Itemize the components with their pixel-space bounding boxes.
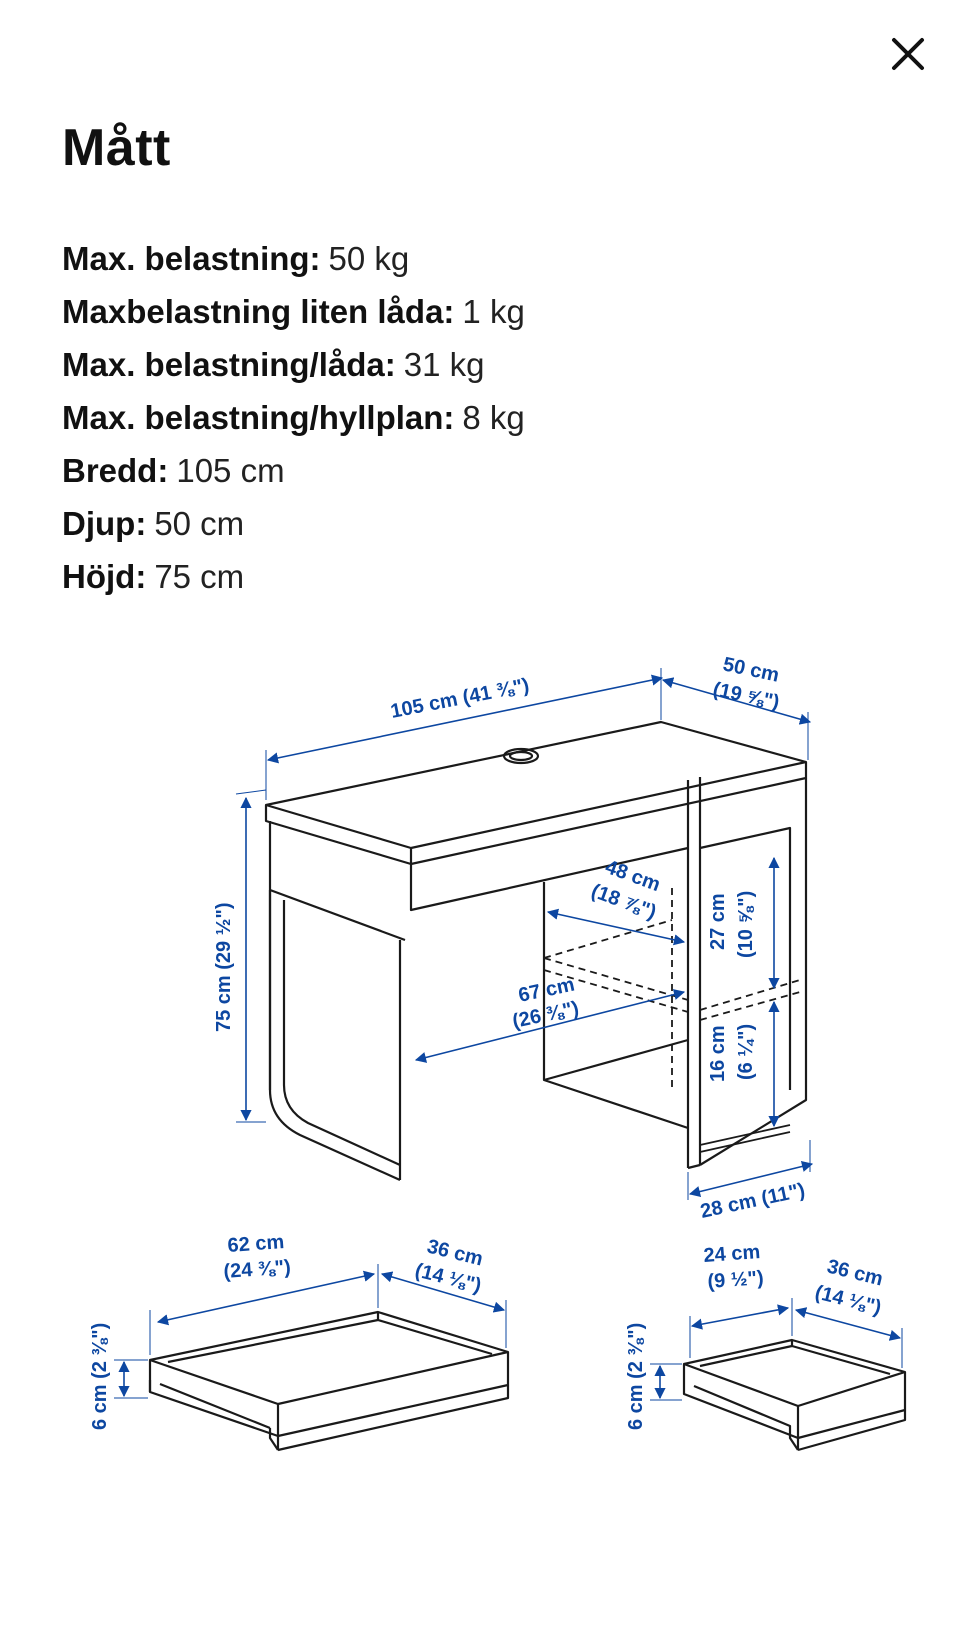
spec-row: Max. belastning:50 kg [62, 232, 525, 285]
spec-row: Djup:50 cm [62, 497, 525, 550]
spec-label: Max. belastning/låda: [62, 346, 396, 383]
spec-row: Höjd:75 cm [62, 550, 525, 603]
spec-row: Bredd:105 cm [62, 444, 525, 497]
spec-label: Max. belastning/hyllplan: [62, 399, 455, 436]
lower-space-in-label: (6 ¼") [735, 1024, 757, 1080]
spec-value: 105 cm [176, 452, 285, 489]
desk-height-label: 75 cm (29 ½") [213, 902, 235, 1032]
upper-space-cm-label: 27 cm [707, 893, 729, 950]
spec-label: Höjd: [62, 558, 147, 595]
spec-label: Bredd: [62, 452, 169, 489]
close-icon[interactable] [890, 36, 926, 72]
spec-label: Djup: [62, 505, 147, 542]
big-drawer-dimensions: 62 cm (24 ⅜") 36 cm (14 ⅛") 6 cm (2 ⅜") [89, 1231, 507, 1430]
spec-label: Max. belastning: [62, 240, 321, 277]
big-drawer-height-label: 6 cm (2 ⅜") [89, 1323, 111, 1430]
upper-space-in-label: (10 ⅝") [735, 891, 757, 958]
desk-width-label: 105 cm (41 ⅜") [389, 674, 531, 722]
big-drawer-width-in-label: (24 ⅜") [223, 1256, 292, 1283]
spec-label: Maxbelastning liten låda: [62, 293, 455, 330]
spec-list: Max. belastning:50 kg Maxbelastning lite… [62, 232, 525, 603]
cabinet-width-label: 28 cm (11") [698, 1179, 806, 1223]
desk-drawing [264, 720, 808, 1182]
lower-space-cm-label: 16 cm [707, 1025, 729, 1082]
close-button[interactable] [880, 26, 936, 82]
big-drawer-width-cm-label: 62 cm [227, 1231, 285, 1257]
spec-value: 31 kg [403, 346, 485, 383]
spec-value: 50 kg [328, 240, 410, 277]
small-drawer-drawing [682, 1338, 907, 1452]
spec-value: 75 cm [154, 558, 245, 595]
spec-value: 50 cm [154, 505, 245, 542]
dimension-diagram: 105 cm (41 ⅜") 50 cm (19 ⅝") 75 cm (29 ½… [89, 653, 907, 1452]
spec-row: Maxbelastning liten låda:1 kg [62, 285, 525, 338]
spec-row: Max. belastning/låda:31 kg [62, 338, 525, 391]
big-drawer-drawing [148, 1310, 510, 1452]
page-title: Mått [62, 119, 171, 177]
spec-value: 1 kg [462, 293, 525, 330]
small-drawer-height-label: 6 cm (2 ⅜") [625, 1323, 647, 1430]
small-drawer-width-in-label: (9 ½") [707, 1267, 765, 1293]
small-drawer-width-cm-label: 24 cm [703, 1241, 761, 1267]
spec-row: Max. belastning/hyllplan:8 kg [62, 391, 525, 444]
spec-value: 8 kg [462, 399, 525, 436]
